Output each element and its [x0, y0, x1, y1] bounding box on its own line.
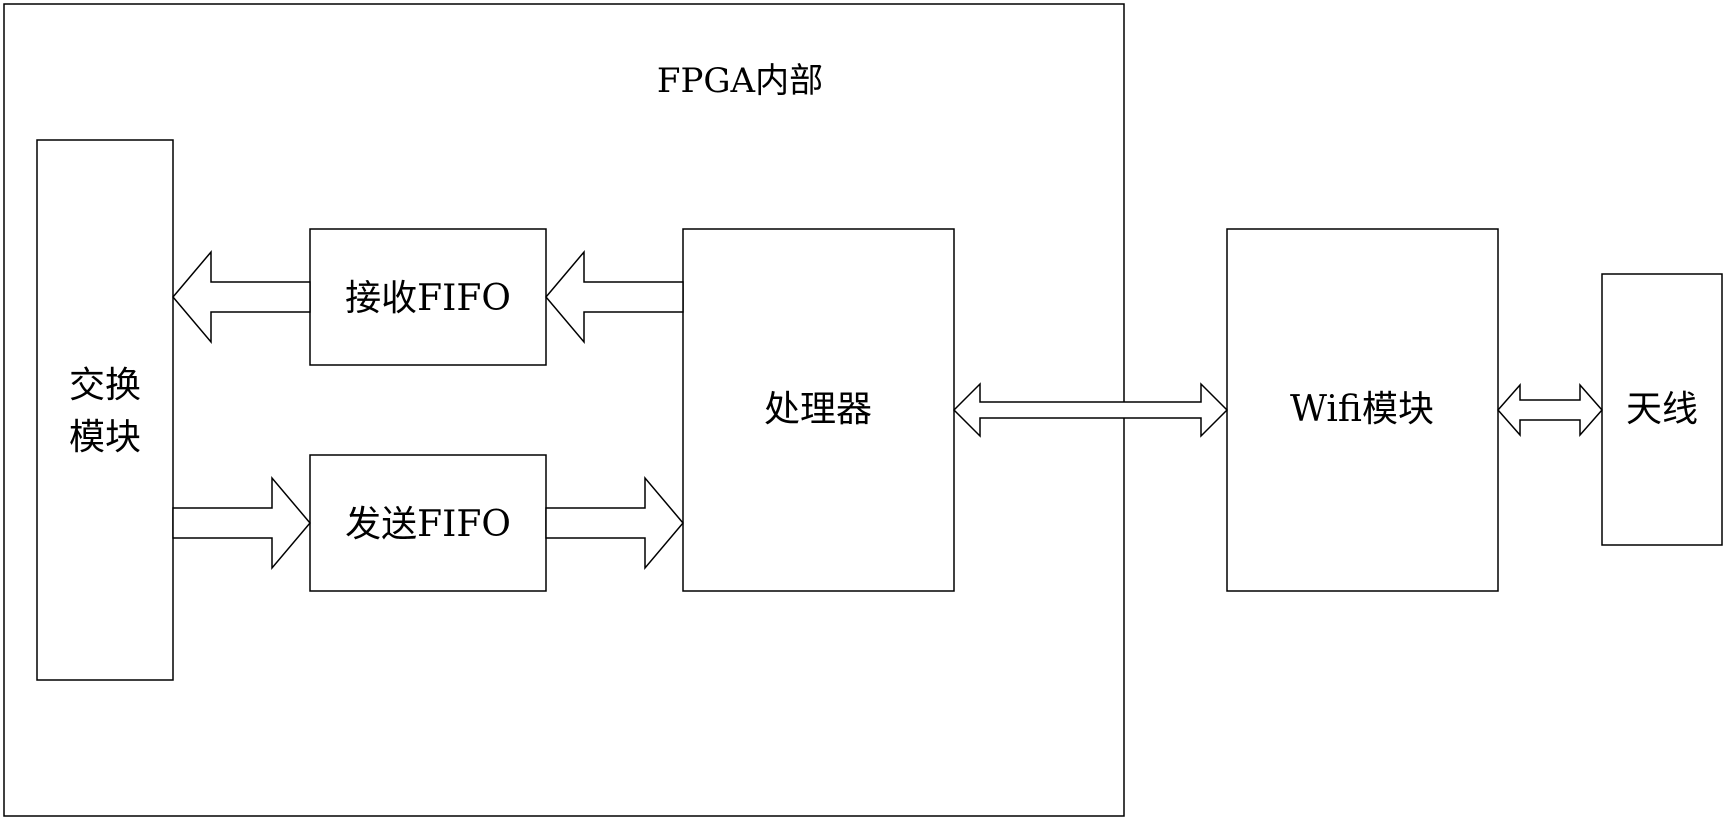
- antenna-label: 天线: [1626, 389, 1698, 430]
- wifi-antenna-bidirectional-arrow: [1497, 383, 1603, 437]
- tx-fifo-box: [309, 454, 547, 592]
- processor-box: [682, 228, 955, 592]
- processor-to-rx-fifo-arrow: [545, 249, 684, 345]
- tx-fifo-to-processor-arrow: [545, 475, 684, 571]
- wifi-module-box: [1226, 228, 1499, 592]
- tx-fifo-label: 发送FIFO: [345, 504, 511, 545]
- switch-module-label-line2: 模块: [69, 417, 141, 458]
- rx-fifo-to-switch-arrow: [172, 249, 311, 345]
- switch-module-label-line1: 交换: [69, 365, 141, 406]
- rx-fifo-label: 接收FIFO: [345, 278, 511, 319]
- processor-label: 处理器: [764, 389, 872, 430]
- switch-to-tx-fifo-arrow: [172, 475, 311, 571]
- fpga-container-label: FPGA内部: [657, 61, 823, 101]
- processor-wifi-bidirectional-arrow: [952, 382, 1229, 438]
- antenna-box: [1601, 273, 1723, 546]
- switch-module-box: [36, 139, 174, 681]
- rx-fifo-box: [309, 228, 547, 366]
- wifi-module-label: Wifi模块: [1290, 389, 1434, 430]
